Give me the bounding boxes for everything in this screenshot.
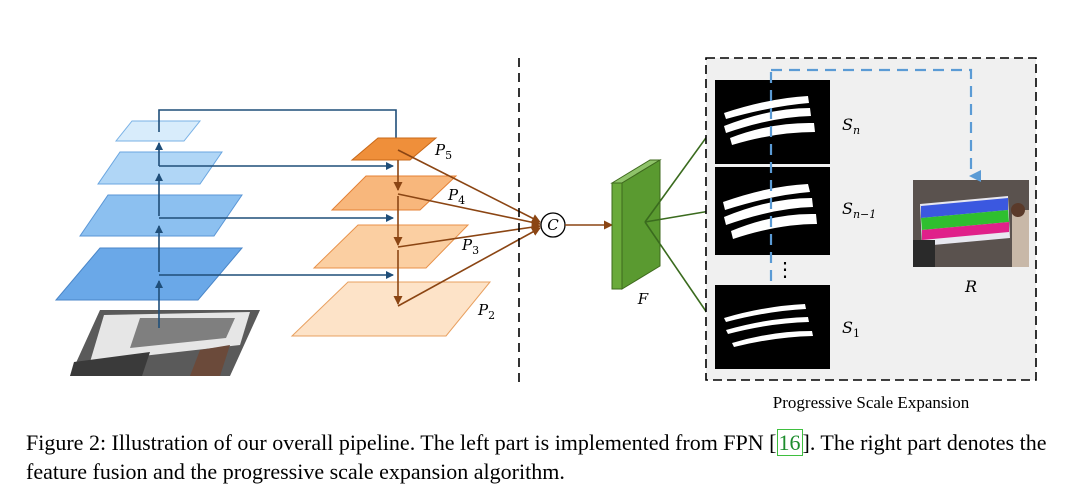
fpn-p3-plane [312, 224, 470, 269]
backbone-pyramid [54, 120, 244, 301]
pse-caption: Progressive Scale Expansion [773, 393, 970, 412]
label-sn-1: Sn−1 [842, 199, 876, 221]
label-f: F [637, 290, 649, 308]
pipeline-diagram: P5 P4 P3 P2 C F ⋮ Sn Sn−1 S1 [54, 57, 1037, 412]
kernel-map-sn [715, 80, 830, 164]
label-sn: Sn [842, 115, 860, 137]
backbone-level-3 [97, 151, 223, 185]
label-p2: P2 [477, 301, 495, 322]
label-r: R [964, 277, 977, 296]
backbone-level-4 [114, 120, 202, 142]
input-image-photo [70, 310, 260, 376]
label-p5: P5 [434, 141, 452, 162]
backbone-arrows [155, 109, 400, 328]
backbone-level-1 [54, 247, 244, 301]
backbone-level-2 [79, 194, 243, 237]
caption-text-after-ref: ]. The right part denotes the feature fu… [26, 430, 1047, 484]
figure-caption: Figure 2: Illustration of our overall pi… [26, 428, 1056, 486]
feature-map-block [610, 159, 662, 290]
fusion-arrows [397, 149, 541, 307]
fpn-p2-plane [290, 281, 492, 337]
kernel-map-s1 [715, 285, 830, 369]
citation-link[interactable]: 16 [776, 429, 803, 456]
pse-dashed-path [769, 68, 981, 285]
label-p4: P4 [447, 186, 465, 207]
kernel-map-sn-1 [715, 167, 830, 255]
fpn-p5-plane [350, 137, 438, 161]
fpn-p4-plane [330, 175, 458, 211]
fpn-pyramid [290, 137, 492, 337]
concat-label: C [547, 216, 559, 234]
vdots: ⋮ [775, 257, 795, 281]
result-image-photo [913, 180, 1029, 267]
label-s1: S1 [842, 318, 860, 340]
feature-to-maps-arrows [644, 123, 717, 327]
caption-text-before-ref: Figure 2: Illustration of our overall pi… [26, 430, 777, 455]
label-p3: P3 [461, 236, 479, 257]
